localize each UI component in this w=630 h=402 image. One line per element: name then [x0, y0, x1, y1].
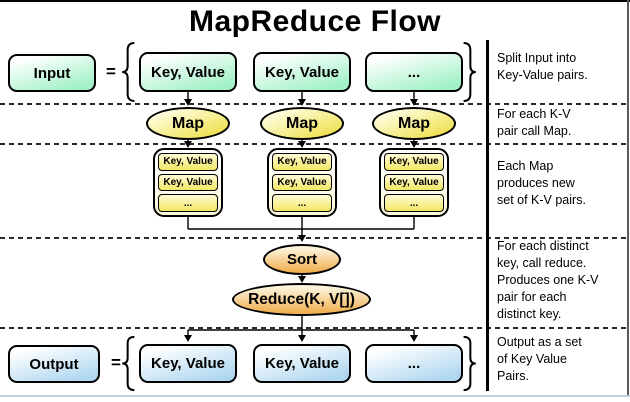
input-node: Input	[8, 54, 96, 92]
section-separator-1	[0, 103, 630, 105]
note-reduce: For each distinct key, call reduce. Prod…	[497, 239, 599, 321]
note-output: Output as a set of Key Value Pairs.	[497, 335, 582, 383]
top-border-line	[0, 0, 630, 2]
right-border-line	[627, 0, 629, 397]
input-kv-box-1: Key, Value	[139, 52, 237, 92]
note-split-input: Split Input into Key-Value pairs.	[497, 51, 588, 82]
close-brace-input	[460, 42, 478, 102]
equals-sign-output: =	[111, 353, 121, 372]
annotation-separator-line	[486, 40, 489, 391]
input-kv-box-2: Key, Value	[253, 52, 351, 92]
page-title: MapReduce Flow	[188, 5, 442, 38]
open-brace-input	[120, 42, 138, 102]
output-kv-box-1: Key, Value	[139, 344, 237, 383]
section-separator-2	[0, 143, 630, 145]
kv-stack-3: Key, Value Key, Value ...	[379, 148, 449, 217]
kv-stack-2: Key, Value Key, Value ...	[267, 148, 337, 217]
equals-sign-input: =	[106, 62, 116, 81]
bottom-border-line	[0, 395, 630, 397]
output-kv-box-ellipsis: ...	[365, 344, 463, 383]
section-separator-4	[0, 327, 630, 329]
close-brace-output	[460, 336, 478, 391]
note-map-produces: Each Map produces new set of K-V pairs.	[497, 159, 586, 207]
note-call-map: For each K-V pair call Map.	[497, 107, 572, 138]
output-kv-box-2: Key, Value	[253, 344, 351, 383]
kv-stack-1: Key, Value Key, Value ...	[153, 148, 223, 217]
section-separator-3	[0, 237, 630, 239]
reduce-node: Reduce(K, V[])	[232, 283, 371, 316]
input-kv-box-ellipsis: ...	[365, 52, 463, 92]
sort-node: Sort	[263, 244, 341, 275]
open-brace-output	[120, 336, 138, 391]
output-node: Output	[8, 345, 100, 383]
